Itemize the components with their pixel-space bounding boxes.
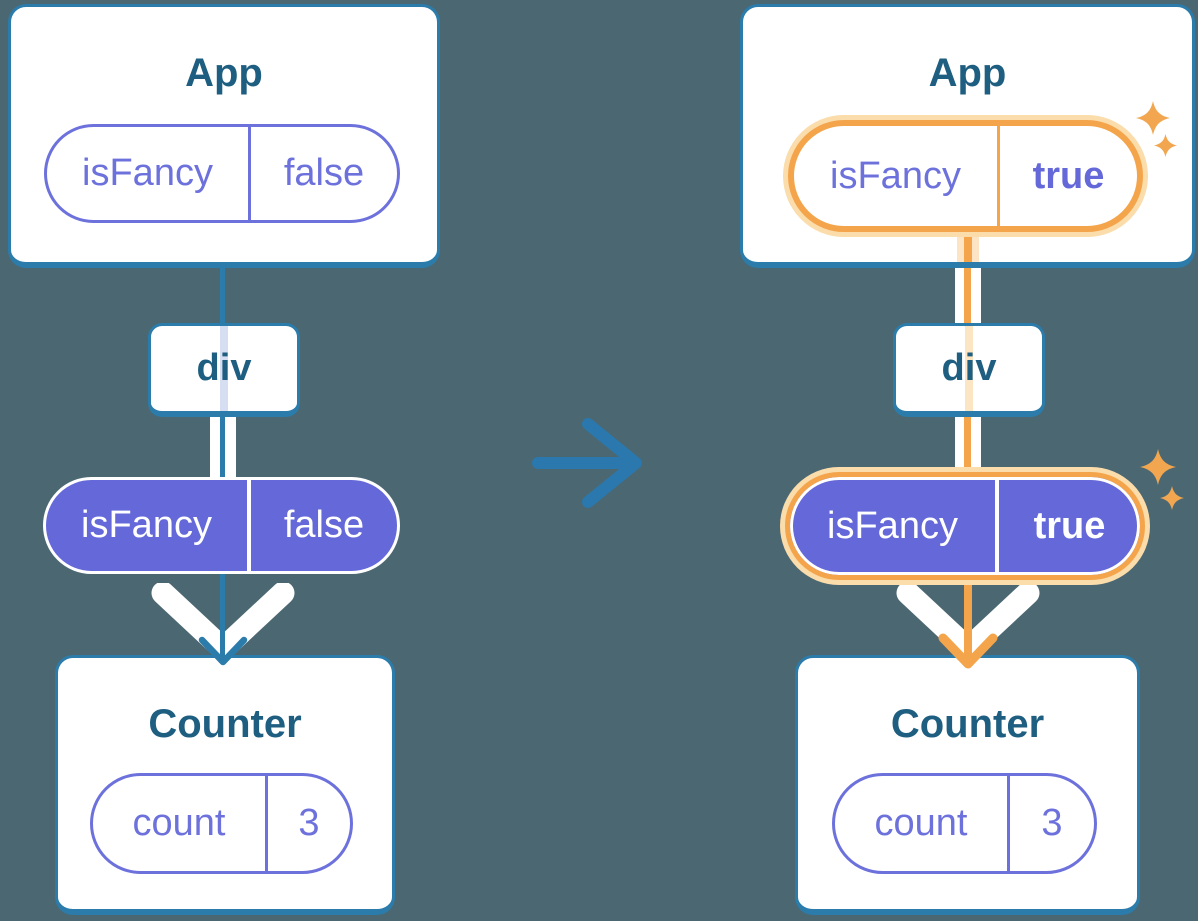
prop-name: isFancy bbox=[81, 504, 212, 546]
before-counter-title: Counter bbox=[148, 702, 302, 746]
before-prop-pill: isFancy false bbox=[43, 477, 400, 574]
before-div-label: div bbox=[196, 347, 252, 389]
after-div-label: div bbox=[941, 347, 997, 389]
pill-divider bbox=[995, 477, 999, 575]
after-div-pill-pipe bbox=[955, 410, 981, 482]
pill-divider bbox=[997, 126, 1000, 226]
pill-divider bbox=[247, 480, 251, 571]
state-name: isFancy bbox=[830, 154, 961, 197]
pill-divider bbox=[265, 776, 268, 871]
after-pill-counter-line bbox=[964, 572, 972, 664]
state-name: count bbox=[874, 802, 968, 844]
transition-arrow-icon bbox=[532, 418, 642, 508]
state-name: count bbox=[132, 802, 226, 844]
state-value: false bbox=[283, 152, 365, 194]
before-arrowhead-icon bbox=[198, 636, 248, 666]
after-div-node: div bbox=[893, 323, 1045, 417]
sparkle-icon bbox=[1160, 486, 1184, 510]
after-pipe-core-line bbox=[964, 262, 971, 328]
sparkle-icon bbox=[1140, 449, 1176, 485]
after-pipe-core-line bbox=[964, 410, 971, 482]
after-card-inner-line-core bbox=[964, 225, 972, 262]
after-app-div-pipe bbox=[955, 262, 981, 328]
pill-divider bbox=[1007, 776, 1010, 871]
before-counter-state-pill: count 3 bbox=[90, 773, 353, 874]
prop-name: isFancy bbox=[827, 504, 958, 547]
state-name: isFancy bbox=[82, 152, 213, 194]
after-arrowhead-icon bbox=[938, 633, 998, 669]
before-app-div-connector bbox=[220, 266, 225, 328]
before-div-passthrough-line bbox=[220, 326, 228, 411]
after-prop-pill: isFancy true bbox=[785, 472, 1145, 580]
sparkle-icon bbox=[1154, 134, 1177, 157]
pill-divider bbox=[248, 127, 251, 220]
after-counter-state-pill: count 3 bbox=[832, 773, 1097, 874]
before-div-node: div bbox=[148, 323, 300, 417]
prop-value: false bbox=[283, 504, 365, 546]
after-app-title: App bbox=[928, 51, 1007, 95]
after-card-inner-line bbox=[957, 225, 979, 262]
after-app-state-pill: isFancy true bbox=[788, 120, 1143, 232]
before-app-title: App bbox=[185, 51, 263, 95]
state-value: true bbox=[1032, 154, 1105, 197]
before-pill-counter-line bbox=[220, 570, 225, 660]
state-value: 3 bbox=[298, 802, 320, 844]
before-app-state-pill: isFancy false bbox=[44, 124, 400, 223]
state-value: 3 bbox=[1041, 802, 1063, 844]
before-pipe-core-line bbox=[220, 410, 225, 482]
after-div-passthrough-line bbox=[965, 326, 973, 411]
sparkle-icon bbox=[1136, 101, 1170, 135]
after-counter-title: Counter bbox=[890, 702, 1045, 746]
prop-value: true bbox=[1033, 504, 1106, 547]
before-div-pill-pipe bbox=[210, 410, 236, 482]
